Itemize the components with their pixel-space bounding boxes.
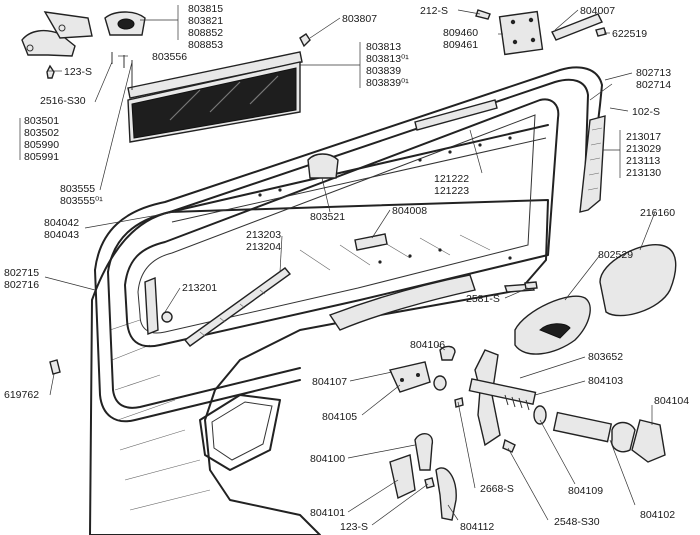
label-123s-b: 123-S xyxy=(340,521,368,533)
label-213204: 213204 xyxy=(246,241,281,253)
label-803501: 803501 xyxy=(24,115,59,127)
label-803556: 803556 xyxy=(152,51,187,63)
label-803839-01: 803839⁰¹ xyxy=(366,77,409,89)
label-804101: 804101 xyxy=(310,507,345,519)
hinge-bracket-left xyxy=(21,11,311,90)
label-805991: 805991 xyxy=(24,151,59,163)
label-213017: 213017 xyxy=(626,131,661,143)
cowl-vent-opening xyxy=(199,394,281,471)
leader-lines xyxy=(19,5,656,526)
label-804042: 804042 xyxy=(44,217,79,229)
label-102s: 102-S xyxy=(632,106,660,118)
label-216160: 216160 xyxy=(640,207,675,219)
label-804007: 804007 xyxy=(580,5,615,17)
label-802715: 802715 xyxy=(4,267,39,279)
label-809461: 809461 xyxy=(443,39,478,51)
label-213201: 213201 xyxy=(182,282,217,294)
windshield-frame xyxy=(94,51,603,423)
corner-seal-213201 xyxy=(144,276,173,336)
label-213113: 213113 xyxy=(626,155,660,167)
label-622519: 622519 xyxy=(612,28,647,40)
label-809460: 809460 xyxy=(443,27,478,39)
hinge-plate-right xyxy=(475,9,607,56)
label-213029: 213029 xyxy=(626,143,661,155)
label-803815: 803815 xyxy=(188,3,223,15)
label-803813: 803813 xyxy=(366,41,401,53)
label-803555-01: 803555⁰¹ xyxy=(60,195,103,207)
label-121222: 121222 xyxy=(434,173,469,185)
label-213203: 213203 xyxy=(246,229,281,241)
label-808852: 808852 xyxy=(188,27,223,39)
wiper-strip xyxy=(414,99,498,131)
label-804107: 804107 xyxy=(312,376,347,388)
label-213130: 213130 xyxy=(626,167,661,179)
label-804043: 804043 xyxy=(44,229,79,241)
label-2548: 2548-S30 xyxy=(554,516,600,528)
label-619762: 619762 xyxy=(4,389,39,401)
label-804100: 804100 xyxy=(310,453,345,465)
label-2516: 2516-S30 xyxy=(40,95,86,107)
lower-garnish xyxy=(328,274,535,331)
right-side-seal xyxy=(579,115,606,213)
label-803821: 803821 xyxy=(188,15,223,27)
label-805990: 805990 xyxy=(24,139,59,151)
label-803807: 803807 xyxy=(342,13,377,25)
label-803521: 803521 xyxy=(310,211,345,223)
mirror-bracket-802529 xyxy=(514,295,591,355)
label-2668s: 2668-S xyxy=(480,483,514,495)
screw-619762 xyxy=(49,359,61,375)
label-803839: 803839 xyxy=(366,65,401,77)
label-802713: 802713 xyxy=(636,67,671,79)
label-2581s: 2581-S xyxy=(466,293,500,305)
label-808853: 808853 xyxy=(188,39,223,51)
label-802716: 802716 xyxy=(4,279,39,291)
label-121223: 121223 xyxy=(434,185,469,197)
vent-window-glass xyxy=(127,61,301,143)
label-212s: 212-S xyxy=(420,5,448,17)
part-labels: 803815 803821 808852 808853 803807 212-S… xyxy=(4,3,689,533)
label-804109: 804109 xyxy=(568,485,603,497)
label-804105: 804105 xyxy=(322,411,357,423)
mirror-216160 xyxy=(599,244,677,317)
label-803555: 803555 xyxy=(60,183,95,195)
diag-strip-213203 xyxy=(183,267,292,347)
label-804102: 804102 xyxy=(640,509,675,521)
label-804106: 804106 xyxy=(410,339,445,351)
label-802714: 802714 xyxy=(636,79,671,91)
label-804104: 804104 xyxy=(654,395,689,407)
center-clip xyxy=(307,153,339,179)
label-803502: 803502 xyxy=(24,127,59,139)
label-803813-01: 803813⁰¹ xyxy=(366,53,409,65)
plate-804008 xyxy=(354,233,388,251)
latch-assembly xyxy=(389,281,666,521)
label-802529: 802529 xyxy=(598,249,633,261)
label-804008: 804008 xyxy=(392,205,427,217)
label-803652: 803652 xyxy=(588,351,623,363)
label-804103: 804103 xyxy=(588,375,623,387)
label-804112: 804112 xyxy=(460,521,494,533)
label-123s-a: 123-S xyxy=(64,66,92,78)
